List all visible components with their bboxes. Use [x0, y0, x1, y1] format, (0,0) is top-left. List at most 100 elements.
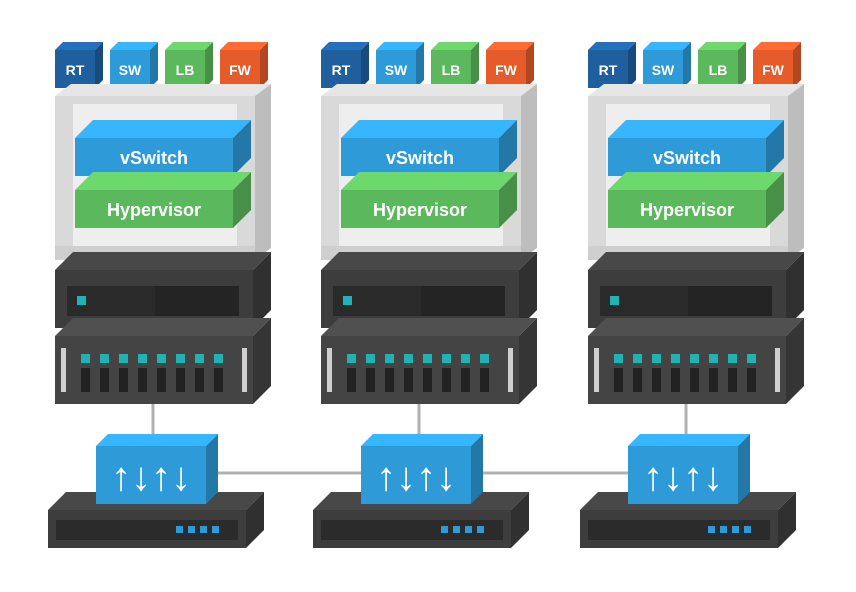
service-tile: FW: [753, 42, 801, 88]
drive-led: [138, 354, 147, 363]
drive-led: [652, 354, 661, 363]
drive-led: [157, 354, 166, 363]
service-tile-label: SW: [652, 62, 675, 78]
drive-bay: [480, 368, 489, 392]
drive-bay: [404, 368, 413, 392]
drive-bay: [442, 368, 451, 392]
service-tile-label: LB: [709, 62, 728, 78]
service-tile-label: SW: [385, 62, 408, 78]
server-unit: [588, 252, 804, 328]
vswitch-layer: vSwitch: [341, 120, 517, 176]
drive-bay: [423, 368, 432, 392]
service-tile-label: FW: [495, 62, 518, 78]
hypervisor-layer: Hypervisor: [341, 172, 517, 228]
service-tile-label: LB: [176, 62, 195, 78]
drive-bay: [366, 368, 375, 392]
service-tile-label: RT: [66, 62, 85, 78]
vswitch-label: vSwitch: [653, 148, 721, 168]
arrows-icon: ↑↓↑↓: [643, 455, 723, 499]
service-tile: SW: [110, 42, 158, 88]
drive-led: [81, 354, 90, 363]
port-led: [176, 526, 183, 533]
service-tile: FW: [220, 42, 268, 88]
status-led: [610, 296, 619, 305]
port-led: [212, 526, 219, 533]
vswitch-layer: vSwitch: [608, 120, 784, 176]
drive-led: [690, 354, 699, 363]
drive-bay: [347, 368, 356, 392]
drive-led: [671, 354, 680, 363]
drive-bay: [195, 368, 204, 392]
port-led: [720, 526, 727, 533]
network-switch: ↑↓↑↓: [580, 434, 796, 548]
port-led: [708, 526, 715, 533]
drive-led: [747, 354, 756, 363]
drive-bay: [157, 368, 166, 392]
service-tile: RT: [588, 42, 636, 88]
drive-led: [119, 354, 128, 363]
arrows-icon: ↑↓↑↓: [376, 455, 456, 499]
drive-bay: [138, 368, 147, 392]
port-led: [200, 526, 207, 533]
switch-cube: ↑↓↑↓: [96, 434, 218, 504]
drive-led: [442, 354, 451, 363]
port-led: [744, 526, 751, 533]
service-tile-label: LB: [442, 62, 461, 78]
hypervisor-label: Hypervisor: [107, 200, 201, 220]
network-switch: ↑↓↑↓: [48, 434, 264, 548]
service-tile: SW: [643, 42, 691, 88]
service-tile: LB: [165, 42, 213, 88]
storage-unit: [55, 318, 271, 404]
hypervisor-label: Hypervisor: [640, 200, 734, 220]
drive-bay: [385, 368, 394, 392]
drive-led: [633, 354, 642, 363]
drive-led: [195, 354, 204, 363]
network-switch: ↑↓↑↓: [313, 434, 529, 548]
drive-led: [423, 354, 432, 363]
drive-bay: [461, 368, 470, 392]
drive-bay: [81, 368, 90, 392]
drive-bay: [214, 368, 223, 392]
port-led: [732, 526, 739, 533]
port-led: [465, 526, 472, 533]
drive-led: [480, 354, 489, 363]
drive-bay: [100, 368, 109, 392]
service-tile-label: RT: [332, 62, 351, 78]
service-tile: RT: [321, 42, 369, 88]
drive-bay: [728, 368, 737, 392]
port-led: [453, 526, 460, 533]
status-led: [77, 296, 86, 305]
service-tile: LB: [431, 42, 479, 88]
hypervisor-label: Hypervisor: [373, 200, 467, 220]
drive-led: [614, 354, 623, 363]
port-led: [477, 526, 484, 533]
drive-bay: [119, 368, 128, 392]
service-tile: FW: [486, 42, 534, 88]
drive-led: [461, 354, 470, 363]
service-tile: SW: [376, 42, 424, 88]
drive-bay: [709, 368, 718, 392]
drive-led: [214, 354, 223, 363]
drive-led: [385, 354, 394, 363]
drive-bay: [671, 368, 680, 392]
storage-unit: [321, 318, 537, 404]
drive-led: [404, 354, 413, 363]
drive-led: [728, 354, 737, 363]
vswitch-label: vSwitch: [386, 148, 454, 168]
service-tile: RT: [55, 42, 103, 88]
arrows-icon: ↑↓↑↓: [111, 455, 191, 499]
drive-bay: [747, 368, 756, 392]
drive-bay: [633, 368, 642, 392]
service-tile-label: FW: [229, 62, 252, 78]
port-led: [441, 526, 448, 533]
server-unit: [321, 252, 537, 328]
hypervisor-layer: Hypervisor: [75, 172, 251, 228]
drive-bay: [690, 368, 699, 392]
drive-bay: [652, 368, 661, 392]
status-led: [343, 296, 352, 305]
drive-led: [100, 354, 109, 363]
